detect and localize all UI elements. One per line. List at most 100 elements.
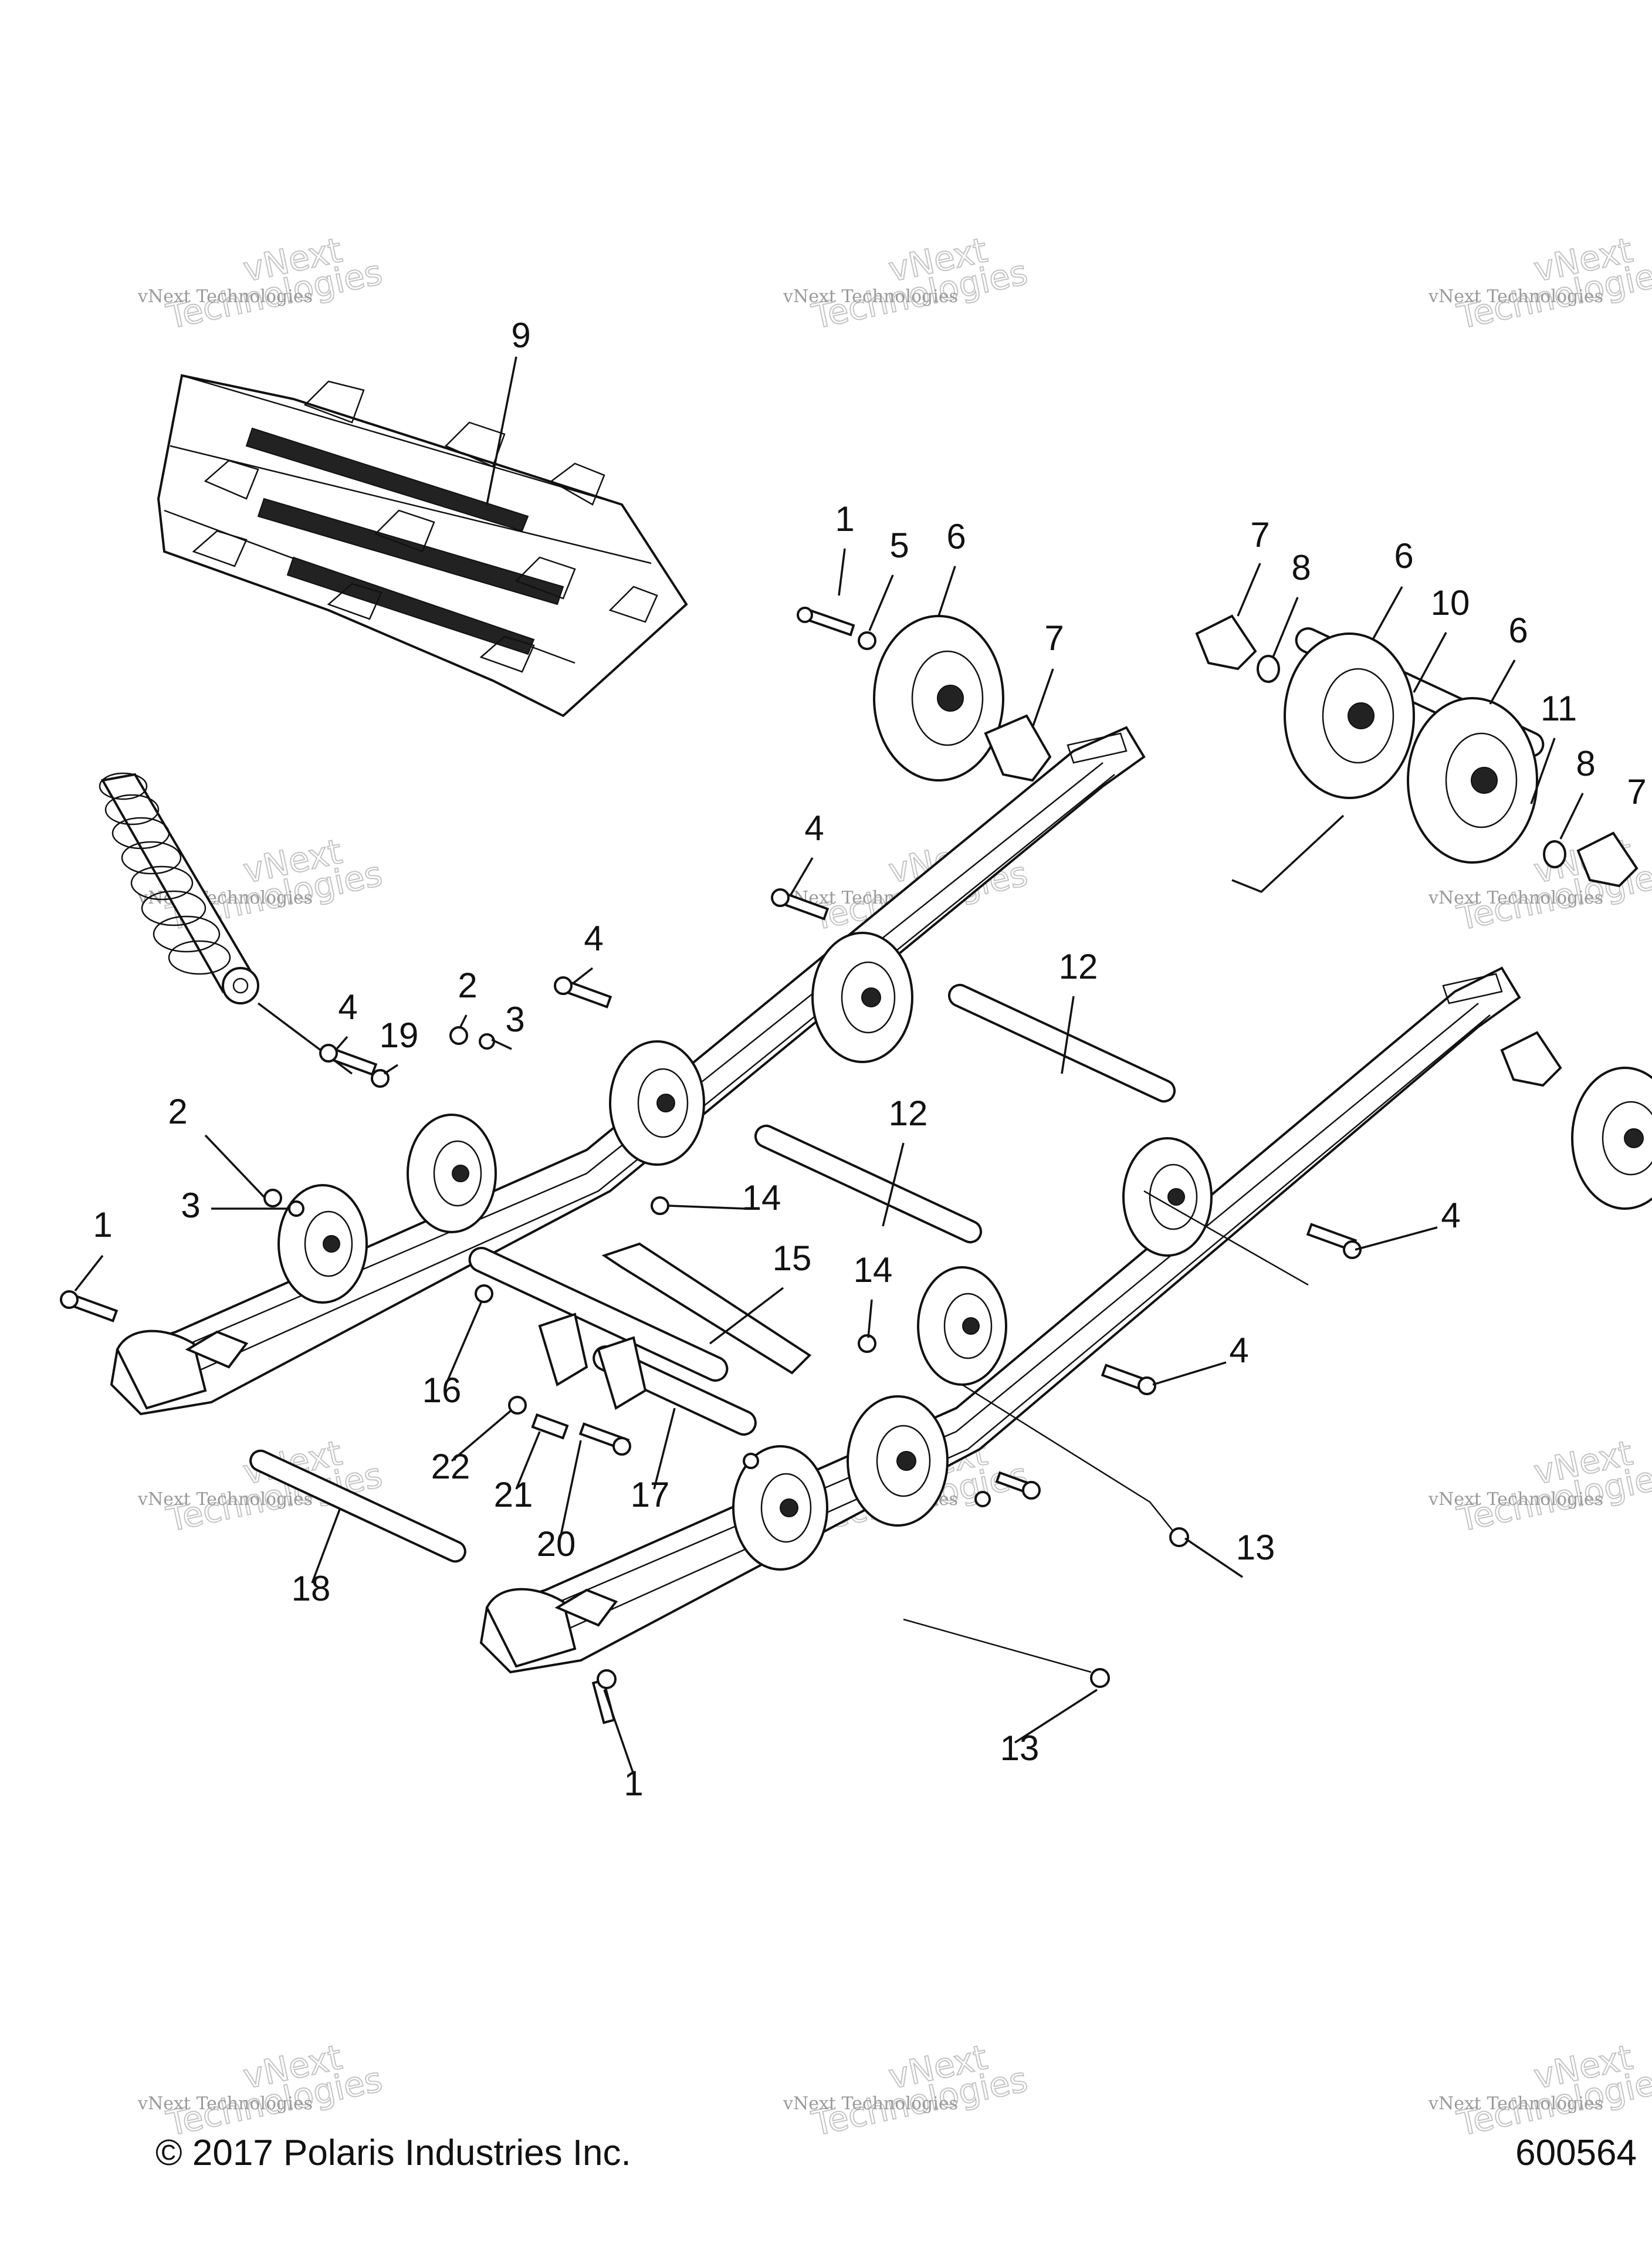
callout-4: 4 <box>584 919 603 958</box>
shock-absorber <box>99 772 353 1075</box>
callout-13: 13 <box>1236 1528 1275 1567</box>
watermark-text: vNext Technologies <box>783 2093 958 2114</box>
washer-14-b <box>858 1334 876 1353</box>
callout-4: 4 <box>1441 1196 1460 1235</box>
copyright-notice: © 2017 Polaris Industries Inc. <box>155 2133 631 2173</box>
callout-9: 9 <box>511 316 530 355</box>
callout-5: 5 <box>889 526 909 565</box>
wheel-6-b <box>1407 697 1538 864</box>
figure-number: 600564 <box>1515 2133 1637 2173</box>
wheel-left-2 <box>407 1114 497 1233</box>
wheel-right-2 <box>847 1395 949 1527</box>
callout-16: 16 <box>422 1371 462 1410</box>
leader-lines <box>74 548 1584 1778</box>
washer-3-upper <box>479 1033 495 1050</box>
cross-shafts <box>249 983 1309 1688</box>
callout-17: 17 <box>631 1475 670 1514</box>
callout-4: 4 <box>804 808 824 848</box>
callout-13: 13 <box>1000 1728 1040 1768</box>
washer-14-a <box>651 1196 669 1215</box>
bolt-20 <box>578 1422 631 1456</box>
bolt-4-left <box>319 1044 378 1076</box>
nut-2-upper <box>449 1026 468 1045</box>
fasteners <box>60 888 1362 1724</box>
watermark-text: vNext Technologies <box>1428 286 1603 307</box>
wheel-far-right-partial <box>1571 1067 1652 1210</box>
callout-10: 10 <box>1431 583 1470 623</box>
callout-7: 7 <box>1627 772 1646 811</box>
bolt-4-right-lower <box>1101 1364 1156 1395</box>
washer-lower <box>743 1453 759 1469</box>
callout-3: 3 <box>505 1000 524 1039</box>
callout-18: 18 <box>292 1569 331 1608</box>
callout-8: 8 <box>1576 744 1595 783</box>
callout-4: 4 <box>1229 1331 1248 1370</box>
watermark-text: vNext Technologies <box>137 1489 313 1510</box>
wheel-left-3 <box>609 1040 705 1166</box>
right-rail <box>479 966 1521 1674</box>
torque-arm <box>468 1242 812 1436</box>
bolt-lower-right <box>995 1471 1041 1500</box>
watermark-text: vNext Technologies <box>783 286 958 307</box>
wheel-right-1 <box>732 1445 828 1571</box>
callout-2: 2 <box>168 1092 187 1131</box>
washer-19 <box>371 1069 390 1088</box>
callout-6: 6 <box>1394 536 1413 576</box>
nut-2-lower <box>263 1189 282 1207</box>
wheel-6-single <box>873 615 1004 782</box>
left-rail <box>110 726 1146 1416</box>
callout-22: 22 <box>431 1447 470 1486</box>
watermark-text: vNext Technologies <box>1428 888 1603 908</box>
watermark-text: vNext Technologies <box>137 888 313 908</box>
bolt-left-front <box>60 1290 119 1322</box>
nut-22 <box>508 1396 527 1415</box>
callout-7: 7 <box>1250 515 1270 554</box>
washer-lower-b <box>974 1491 991 1507</box>
callout-2: 2 <box>458 966 477 1005</box>
wheel-left-4 <box>811 932 913 1063</box>
callout-15: 15 <box>773 1239 812 1278</box>
track-section <box>157 356 688 718</box>
callout-21: 21 <box>494 1475 533 1514</box>
callout-6: 6 <box>946 517 966 556</box>
bolt-4-right <box>1306 1223 1362 1259</box>
callout-12: 12 <box>1059 947 1098 986</box>
callout-1: 1 <box>93 1205 112 1244</box>
watermark-text: vNext Technologies <box>1428 2093 1603 2114</box>
callout-7: 7 <box>1044 618 1064 658</box>
callout-3: 3 <box>181 1186 200 1225</box>
callout-14: 14 <box>854 1250 893 1290</box>
callout-19: 19 <box>380 1016 419 1055</box>
callout-12: 12 <box>889 1094 928 1133</box>
watermark-text: vNext Technologies <box>1428 1489 1603 1510</box>
callout-20: 20 <box>537 1524 576 1564</box>
bolt-4-upper <box>771 888 830 921</box>
wheel-right-3 <box>917 1266 1007 1386</box>
wheel-6-a <box>1284 632 1415 799</box>
callout-11: 11 <box>1541 689 1577 728</box>
callout-1: 1 <box>835 499 854 539</box>
spacer-21 <box>531 1413 569 1440</box>
callout-4: 4 <box>338 987 357 1027</box>
callout-14: 14 <box>742 1178 781 1217</box>
watermark-text: vNext Technologies <box>137 2093 313 2114</box>
bolt-4-mid <box>554 976 612 1009</box>
washer-3-lower <box>288 1200 304 1217</box>
idler-wheels <box>277 932 1652 1571</box>
watermark-text: vNext Technologies <box>137 286 313 307</box>
callout-1: 1 <box>624 1764 643 1803</box>
wheel-right-4 <box>1122 1137 1213 1257</box>
callout-8: 8 <box>1291 548 1311 587</box>
upper-wheel-assembly <box>797 607 1639 1087</box>
callout-6: 6 <box>1508 611 1528 650</box>
